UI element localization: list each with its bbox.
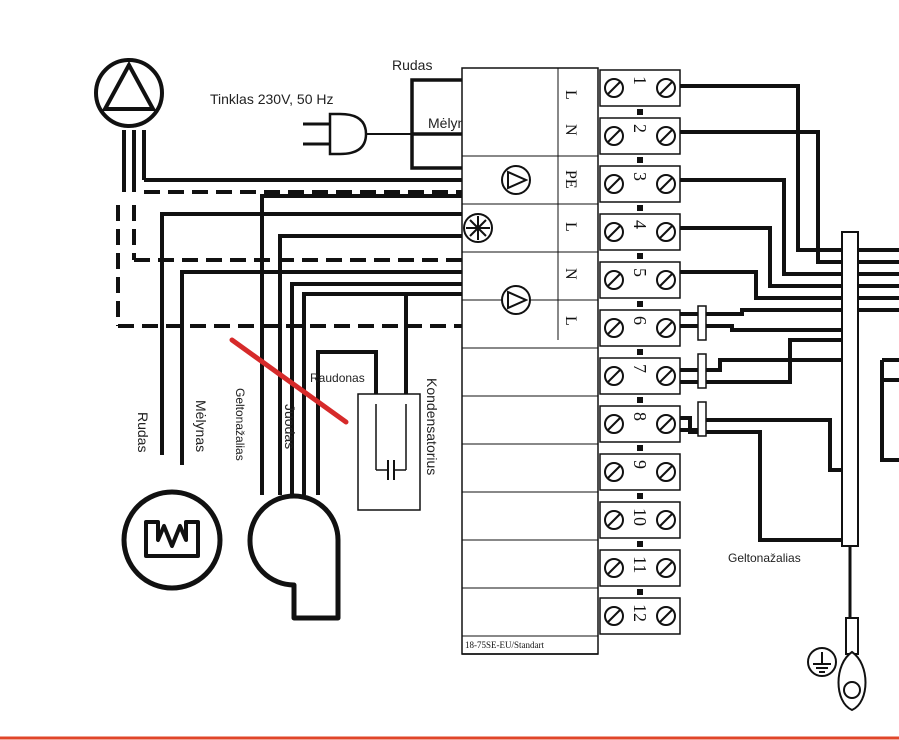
mains-label: Tinklas 230V, 50 Hz <box>210 91 333 107</box>
fan-icon <box>463 213 493 243</box>
red-annotation-line <box>229 337 349 425</box>
slot-label-3: PE <box>562 170 579 189</box>
capacitor-label: Kondensatorius <box>424 378 440 475</box>
pump-icon <box>94 58 164 128</box>
terminal-bridges <box>697 305 707 437</box>
ground-icon <box>807 647 837 677</box>
slot-label-5: N <box>562 268 579 280</box>
terminal-7: 7 <box>599 357 681 403</box>
capacitor <box>357 393 421 511</box>
wire-brown-top-label: Rudas <box>392 57 432 73</box>
slot-label-4: L <box>562 222 579 232</box>
terminal-1: 1 <box>599 69 681 115</box>
pump-icon <box>501 165 531 195</box>
terminal-10: 10 <box>599 501 681 547</box>
terminal-number: 1 <box>630 76 650 85</box>
ground-lug <box>837 617 867 712</box>
left-wire-bundle <box>160 194 462 495</box>
terminal-4: 4 <box>599 213 681 259</box>
slot-label-6: L <box>562 316 579 326</box>
terminal-number: 7 <box>630 364 650 373</box>
terminal-number: 9 <box>630 460 650 469</box>
terminal-2: 2 <box>599 117 681 163</box>
pump-leads <box>122 130 462 192</box>
mains-plug <box>303 112 412 156</box>
blower-icon <box>247 493 341 621</box>
terminal-number: 2 <box>630 124 650 133</box>
terminal-8: 8 <box>599 405 681 451</box>
terminal-number: 4 <box>630 220 650 229</box>
terminal-11: 11 <box>599 549 681 595</box>
wire-yellowgreen-right-label: Geltonažalias <box>728 551 801 565</box>
terminal-number: 3 <box>630 172 650 181</box>
controller-model-label: 18-75SE-EU/Standart <box>465 640 544 650</box>
controller-box <box>461 67 599 655</box>
slot-label-1: L <box>562 90 579 100</box>
right-bracket <box>880 360 899 462</box>
wire-blue-left-label: Mėlynas <box>193 400 209 452</box>
wire-brown-left-label: Rudas <box>135 412 151 452</box>
terminal-number: 12 <box>630 604 650 622</box>
terminal-number: 6 <box>630 316 650 325</box>
terminal-number: 10 <box>630 508 650 526</box>
terminal-9: 9 <box>599 453 681 499</box>
right-wire-bundle <box>680 84 899 542</box>
wire-yellowgreen-left-label: Geltonažalias <box>233 388 247 461</box>
bus-bar <box>841 231 859 547</box>
terminal-5: 5 <box>599 261 681 307</box>
wire-black-left-label: Juodas <box>282 404 298 449</box>
terminal-12: 12 <box>599 597 681 635</box>
wire-red-label: Raudonas <box>310 371 365 385</box>
slot-label-2: N <box>562 124 579 136</box>
mains-wires <box>410 78 462 170</box>
pump-icon <box>501 285 531 315</box>
terminal-number: 8 <box>630 412 650 421</box>
terminal-3: 3 <box>599 165 681 211</box>
motor-icon <box>121 489 223 591</box>
terminal-6: 6 <box>599 309 681 355</box>
terminal-number: 5 <box>630 268 650 277</box>
terminal-number: 11 <box>630 556 650 573</box>
